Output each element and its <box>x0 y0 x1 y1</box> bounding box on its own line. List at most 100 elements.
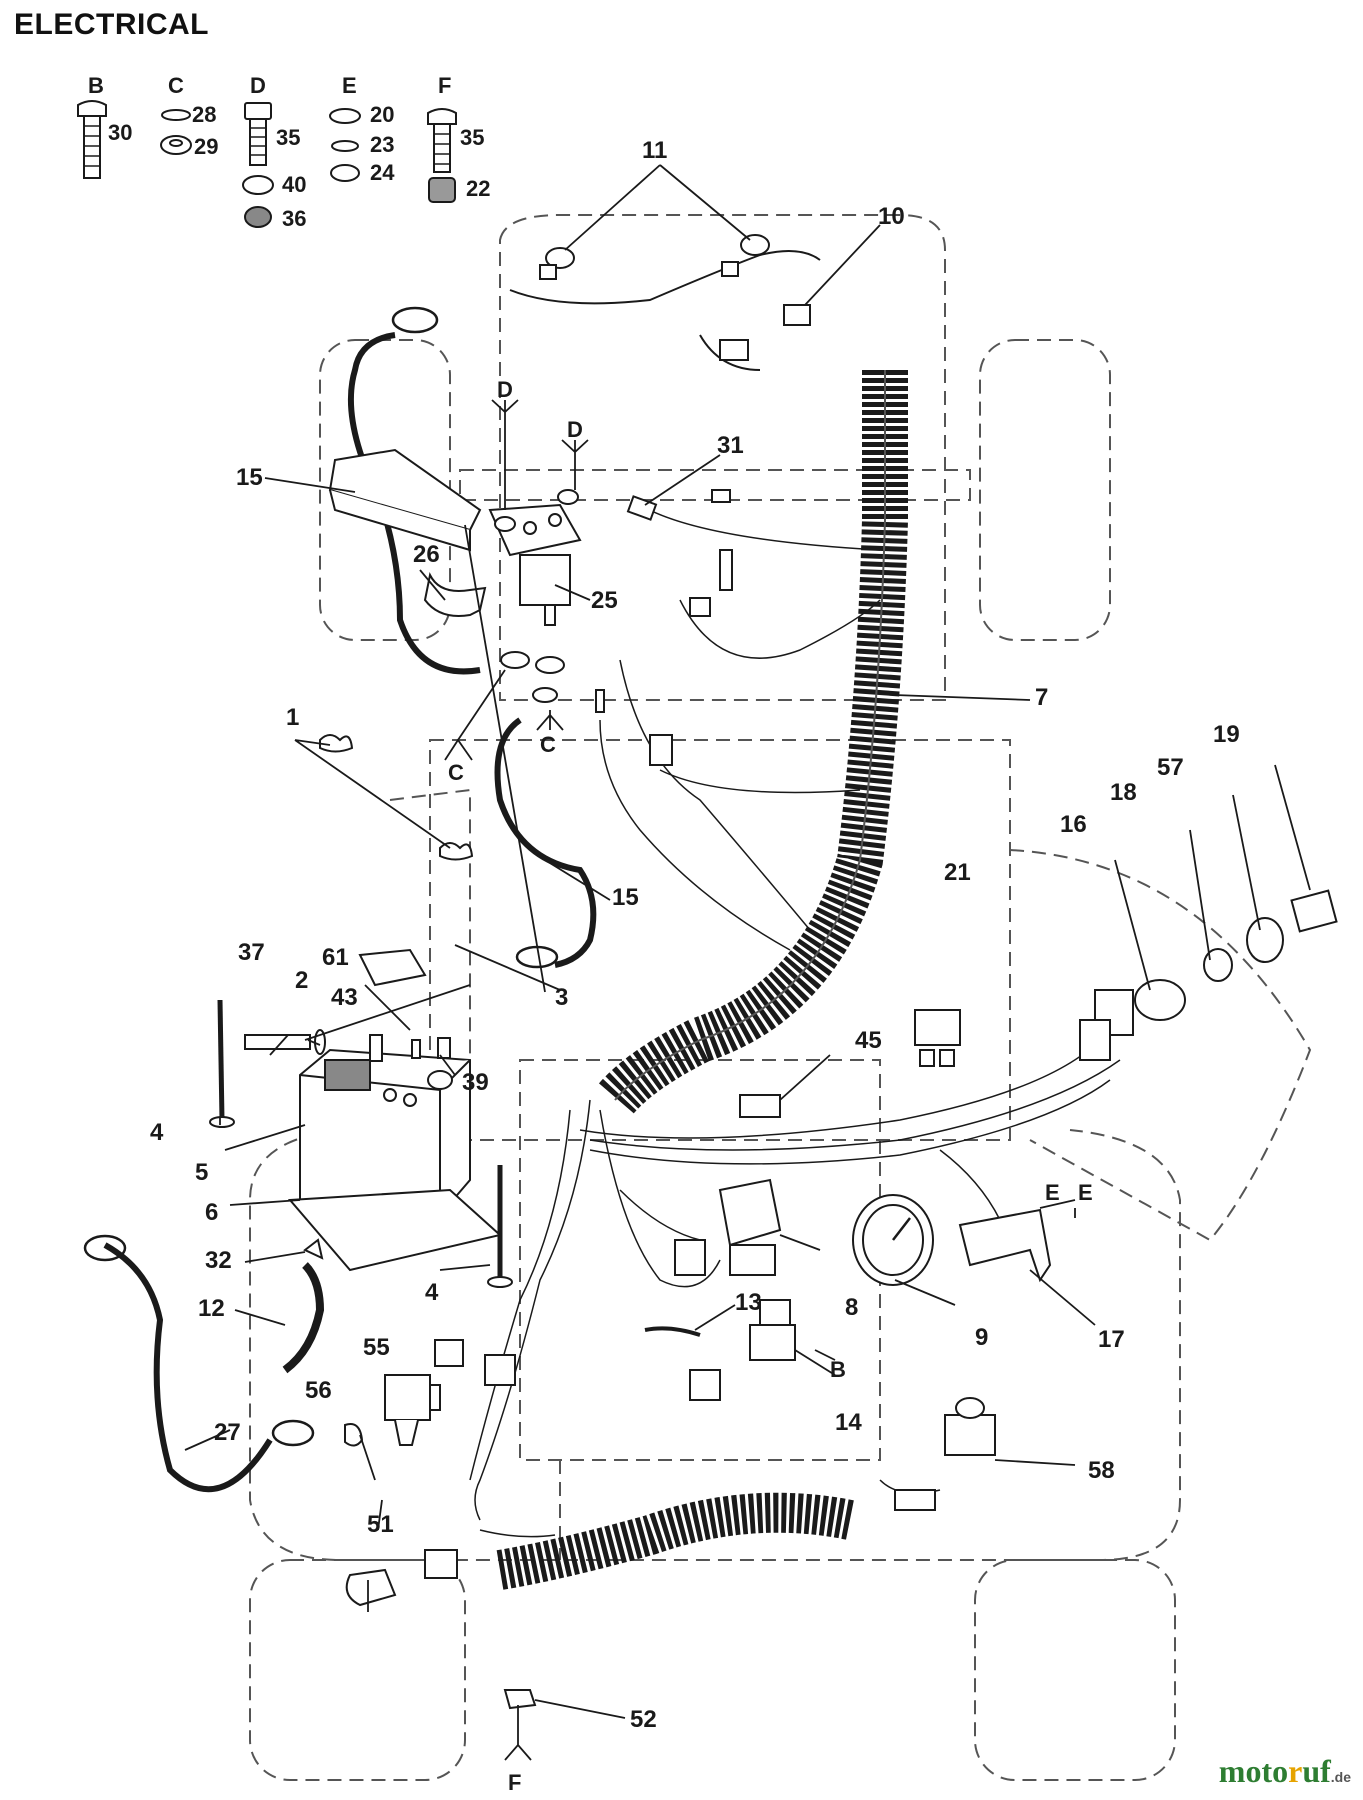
terminal-post-icon <box>369 1034 383 1062</box>
ref-letter-e-1: E <box>1045 1180 1060 1205</box>
callout-5: 5 <box>195 1159 208 1186</box>
callout-31: 31 <box>717 432 744 459</box>
connector-icon <box>689 1369 721 1401</box>
callout-16: 16 <box>1060 811 1087 838</box>
hardware-28: 28 <box>192 102 216 127</box>
connector-icon <box>484 1354 516 1386</box>
hold-down-bracket-icon <box>328 448 482 552</box>
callout-21: 21 <box>944 859 971 886</box>
ref-letter-f: F <box>508 1770 521 1795</box>
connector-icon <box>1079 1019 1111 1061</box>
wiring <box>83 250 1121 1538</box>
connector-icon <box>919 1049 935 1067</box>
callout-9: 9 <box>975 1324 988 1351</box>
watermark-logo: motoruf.de <box>1218 1753 1351 1789</box>
d-hardware-icon <box>242 102 274 228</box>
e-washers-icon <box>329 108 361 182</box>
ref-letter-d-1: D <box>497 377 513 402</box>
ref-letter-c-1: C <box>448 760 464 785</box>
callout-39: 39 <box>462 1069 489 1096</box>
connector-icon <box>719 549 733 591</box>
hardware-kit: B C D E F 30 28 29 <box>77 73 490 231</box>
callout-6: 6 <box>205 1199 218 1226</box>
headlight-icon <box>721 234 770 277</box>
callout-18: 18 <box>1110 779 1137 806</box>
group-e-letter: E <box>342 73 357 98</box>
loop-connector-icon <box>345 1568 397 1607</box>
diode-module-icon <box>749 1299 796 1361</box>
callout-43: 43 <box>331 984 358 1011</box>
ring-terminal-icon <box>535 656 565 674</box>
toggle-switch-icon <box>384 1374 441 1446</box>
callout-32: 32 <box>205 1247 232 1274</box>
connector-icon <box>649 734 673 766</box>
nut-icon <box>1203 948 1233 982</box>
cable-tie-icon <box>644 1326 701 1337</box>
relay-icon <box>718 1178 782 1276</box>
wing-nut-icon <box>439 842 474 861</box>
ignition-key-icon <box>1290 889 1338 933</box>
callout-17: 17 <box>1098 1326 1125 1353</box>
gauge-icon <box>852 1194 934 1286</box>
connector-icon <box>424 1549 458 1579</box>
conduit-lower <box>496 1492 854 1590</box>
bezel-icon <box>1246 917 1284 963</box>
connector-icon <box>783 304 811 326</box>
f-hardware-icon <box>427 108 457 203</box>
terminal-post-icon <box>411 1039 421 1059</box>
callout-10: 10 <box>878 203 905 230</box>
connector-icon <box>719 339 749 361</box>
terminal-post-icon <box>437 1037 451 1059</box>
cable-clip-icon <box>503 1689 537 1710</box>
terminal-boot-icon <box>423 571 487 617</box>
ring-terminal-icon <box>557 489 579 505</box>
callout-3: 3 <box>555 984 568 1011</box>
wing-nut-icon <box>319 734 354 753</box>
hardware-24: 24 <box>370 160 395 185</box>
ref-letter-d-2: D <box>567 417 583 442</box>
conduit-7 <box>597 370 908 1116</box>
callout-57: 57 <box>1157 754 1184 781</box>
connector-icon <box>894 1489 936 1511</box>
battery-icon <box>299 1048 471 1217</box>
components <box>209 234 1338 1710</box>
ref-letter-b: B <box>830 1357 846 1382</box>
callout-12: 12 <box>198 1295 225 1322</box>
ring-terminal-icon <box>494 516 516 532</box>
mounting-bracket-icon <box>958 1208 1052 1283</box>
callout-13: 13 <box>735 1289 762 1316</box>
callout-labels: 1 2 3 4 4 5 6 7 8 9 10 11 12 13 14 15 15… <box>150 137 1240 1733</box>
hardware-22: 22 <box>466 176 490 201</box>
solenoid-icon <box>488 503 582 626</box>
ring-terminal-icon <box>532 687 558 703</box>
callout-19: 19 <box>1213 721 1240 748</box>
callout-37: 37 <box>238 939 265 966</box>
connector-icon <box>939 1049 955 1067</box>
ring-terminal-icon <box>500 651 530 669</box>
hardware-29: 29 <box>194 134 218 159</box>
hardware-35-f: 35 <box>460 125 484 150</box>
retainer-icon <box>344 1423 364 1447</box>
callout-61: 61 <box>322 944 349 971</box>
callout-1: 1 <box>286 704 299 731</box>
reference-letter-labels: D D C C B E E F <box>448 377 1093 1795</box>
callout-8: 8 <box>845 1294 858 1321</box>
callout-7: 7 <box>1035 684 1048 711</box>
vent-tube-icon <box>282 1262 325 1374</box>
reference-arrows <box>444 399 1076 1761</box>
callout-14: 14 <box>835 1409 862 1436</box>
callout-27: 27 <box>214 1419 241 1446</box>
callout-55: 55 <box>363 1334 390 1361</box>
bolt-icon <box>244 1034 311 1050</box>
rocker-switch-icon <box>914 1009 961 1046</box>
callout-15-lower: 15 <box>612 884 639 911</box>
callout-56: 56 <box>305 1377 332 1404</box>
ref-letter-c-2: C <box>540 732 556 757</box>
callout-52: 52 <box>630 1706 657 1733</box>
connector-icon <box>711 489 731 503</box>
connector-icon <box>434 1339 464 1367</box>
callout-4-right: 4 <box>425 1279 439 1306</box>
group-f-letter: F <box>438 73 451 98</box>
